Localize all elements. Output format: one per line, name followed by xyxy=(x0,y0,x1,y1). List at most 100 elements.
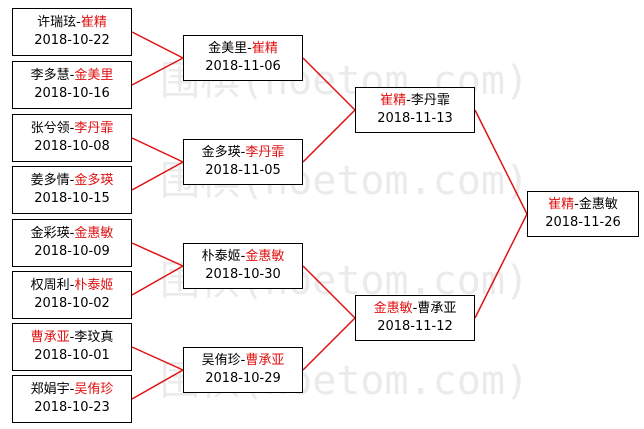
match-box-r1m3: 张兮领-李丹霏 2018-10-08 xyxy=(12,114,132,162)
player-winner: 曹承亚 xyxy=(30,330,70,345)
match-players: 金美里-崔精 xyxy=(208,40,278,58)
connector-r3m2-final xyxy=(474,213,528,319)
match-box-r1m2: 李多慧-金美里 2018-10-16 xyxy=(12,61,132,109)
player-winner: 金惠敏 xyxy=(373,301,413,316)
player-loser: 郑娟宇 xyxy=(30,382,70,397)
player-loser: 吴侑珍 xyxy=(201,353,241,368)
player-winner: 崔精 xyxy=(251,41,278,56)
match-players: 许瑞玹-崔精 xyxy=(37,14,107,32)
connector-r1m8-r2m4 xyxy=(131,369,184,400)
match-date: 2018-11-13 xyxy=(377,111,453,126)
connector-r2m4-r3m2 xyxy=(302,317,356,371)
player-winner: 李丹霏 xyxy=(74,121,114,136)
separator: - xyxy=(412,301,418,316)
match-box-r3m1: 崔精-李丹霏 2018-11-13 xyxy=(355,87,475,133)
player-loser: 李多慧 xyxy=(30,68,70,83)
connector-r1m6-r2m3 xyxy=(131,265,184,296)
match-date: 2018-10-09 xyxy=(34,244,110,259)
match-date: 2018-11-26 xyxy=(545,215,621,230)
connector-r3m1-final xyxy=(474,109,528,215)
connector-r1m2-r2m1 xyxy=(131,57,184,86)
player-winner: 崔精 xyxy=(80,15,107,30)
match-box-r1m4: 姜多情-金多瑛 2018-10-15 xyxy=(12,166,132,214)
player-winner: 吴侑珍 xyxy=(74,382,114,397)
match-date: 2018-11-12 xyxy=(377,319,453,334)
match-players: 崔精-金惠敏 xyxy=(548,196,618,214)
match-box-r2m1: 金美里-崔精 2018-11-06 xyxy=(183,35,303,81)
separator: - xyxy=(69,226,75,241)
match-box-final: 崔精-金惠敏 2018-11-26 xyxy=(527,191,639,237)
separator: - xyxy=(76,15,81,30)
match-players: 曹承亚-李玟真 xyxy=(31,329,114,347)
match-date: 2018-10-02 xyxy=(34,296,110,311)
connector-r2m2-r3m1 xyxy=(302,109,356,163)
match-date: 2018-10-16 xyxy=(34,86,110,101)
player-winner: 金多瑛 xyxy=(74,173,114,188)
separator: - xyxy=(69,330,75,345)
separator: - xyxy=(240,145,246,160)
player-winner: 金惠敏 xyxy=(245,249,285,264)
separator: - xyxy=(247,41,252,56)
match-date: 2018-10-15 xyxy=(34,191,110,206)
player-winner: 崔精 xyxy=(548,197,575,212)
player-loser: 金美里 xyxy=(208,41,248,56)
separator: - xyxy=(69,173,75,188)
separator: - xyxy=(69,68,75,83)
match-players: 金多瑛-李丹霏 xyxy=(202,144,285,162)
separator: - xyxy=(69,382,75,397)
match-box-r1m7: 曹承亚-李玟真 2018-10-01 xyxy=(12,323,132,371)
match-box-r1m1: 许瑞玹-崔精 2018-10-22 xyxy=(12,8,132,56)
match-players: 郑娟宇-吴侑珍 xyxy=(31,381,114,399)
match-players: 崔精-李丹霏 xyxy=(380,92,450,110)
separator: - xyxy=(240,249,246,264)
match-date: 2018-10-01 xyxy=(34,348,110,363)
match-players: 金惠敏-曹承亚 xyxy=(374,300,457,318)
player-winner: 曹承亚 xyxy=(245,353,285,368)
player-winner: 金美里 xyxy=(74,68,114,83)
match-players: 吴侑珍-曹承亚 xyxy=(202,352,285,370)
connector-r2m1-r3m1 xyxy=(302,57,356,111)
player-loser: 李玟真 xyxy=(74,330,114,345)
player-loser: 姜多情 xyxy=(30,173,70,188)
match-box-r1m6: 权周利-朴泰姬 2018-10-02 xyxy=(12,271,132,319)
match-date: 2018-10-30 xyxy=(205,267,281,282)
separator: - xyxy=(240,353,246,368)
match-box-r2m3: 朴泰姬-金惠敏 2018-10-30 xyxy=(183,243,303,289)
player-loser: 金多瑛 xyxy=(201,145,241,160)
match-date: 2018-10-08 xyxy=(34,139,110,154)
connector-r1m3-r2m2 xyxy=(131,137,184,163)
connector-r2m3-r3m2 xyxy=(302,265,356,319)
player-loser: 李丹霏 xyxy=(410,93,450,108)
match-date: 2018-10-29 xyxy=(205,371,281,386)
match-players: 张兮领-李丹霏 xyxy=(31,120,114,138)
separator: - xyxy=(574,197,579,212)
connector-r1m1-r2m1 xyxy=(131,31,184,59)
match-box-r2m4: 吴侑珍-曹承亚 2018-10-29 xyxy=(183,347,303,393)
match-box-r1m5: 金彩瑛-金惠敏 2018-10-09 xyxy=(12,219,132,267)
match-players: 金彩瑛-金惠敏 xyxy=(31,225,114,243)
player-winner: 崔精 xyxy=(380,93,407,108)
match-date: 2018-10-22 xyxy=(34,33,110,48)
match-date: 2018-10-23 xyxy=(34,400,110,415)
match-players: 李多慧-金美里 xyxy=(31,67,114,85)
match-players: 权周利-朴泰姬 xyxy=(31,277,114,295)
player-winner: 李丹霏 xyxy=(245,145,285,160)
separator: - xyxy=(69,278,75,293)
connector-r1m7-r2m4 xyxy=(131,346,184,371)
match-players: 姜多情-金多瑛 xyxy=(31,172,114,190)
player-loser: 权周利 xyxy=(30,278,70,293)
separator: - xyxy=(406,93,411,108)
player-loser: 曹承亚 xyxy=(417,301,457,316)
player-loser: 金彩瑛 xyxy=(30,226,70,241)
match-players: 朴泰姬-金惠敏 xyxy=(202,248,285,266)
match-date: 2018-11-06 xyxy=(205,59,281,74)
player-loser: 许瑞玹 xyxy=(37,15,77,30)
player-loser: 金惠敏 xyxy=(578,197,618,212)
player-loser: 张兮领 xyxy=(30,121,70,136)
match-box-r3m2: 金惠敏-曹承亚 2018-11-12 xyxy=(355,295,475,341)
connector-r1m5-r2m3 xyxy=(131,242,184,267)
connector-r1m4-r2m2 xyxy=(131,161,184,191)
match-box-r1m8: 郑娟宇-吴侑珍 2018-10-23 xyxy=(12,375,132,423)
